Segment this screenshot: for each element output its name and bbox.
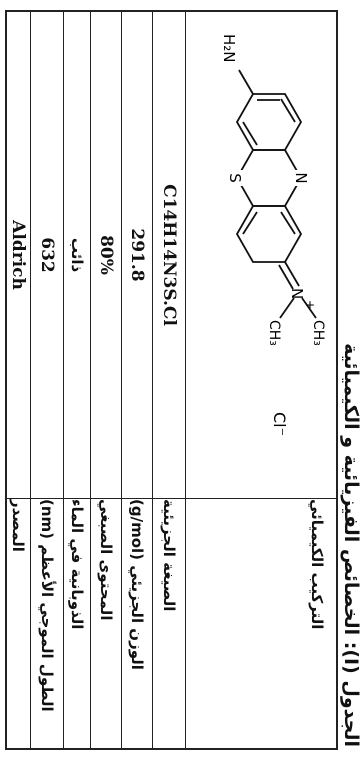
source-value: Aldrich (5, 12, 31, 498)
solubility-text: ذائب (68, 237, 87, 273)
formula-value: C14H14N3S.Cl (153, 12, 186, 498)
wavelength-label: الطول الموجي الأعظم (nm) (31, 498, 64, 748)
source-label: المصدر (5, 498, 31, 748)
wavelength-label-text: الطول الموجي الأعظم (nm) (38, 499, 57, 712)
structure-label: التركيب الكيميائي (186, 498, 336, 748)
solubility-label-text: الذوبانية في الماء (68, 499, 87, 630)
right-ring (235, 205, 303, 263)
source-text: Aldrich (8, 220, 28, 290)
wavelength-text: 632 (37, 237, 58, 273)
dye-content-value: 80% (91, 12, 122, 498)
iminium-charge: + (303, 300, 317, 310)
methyl-top: CH₃ (310, 320, 326, 346)
structure-label-text: التركيب الكيميائي (308, 499, 326, 630)
table-row: 80% المحتوى الصبغي (90, 12, 122, 748)
table-row: ذائب الذوبانية في الماء (63, 12, 91, 748)
dye-content-label-text: المحتوى الصبغي (97, 499, 116, 621)
dye-content-text: 80% (96, 235, 117, 275)
table-row: Aldrich المصدر (5, 12, 31, 748)
amine-group: H₂N (220, 34, 238, 63)
chloride-counter-ion: Cl⁻ (270, 412, 289, 436)
formula-text: C14H14N3S.Cl (159, 184, 180, 326)
solubility-label: الذوبانية في الماء (64, 498, 91, 748)
left-ring (235, 93, 303, 151)
molar-mass-value: 291.8 (122, 12, 153, 498)
molar-mass-text: 291.8 (127, 228, 148, 282)
table-row: 291.8 الوزن الجزيئي (g/mol) (121, 12, 153, 748)
iminium-n-atom: N (288, 288, 306, 299)
molar-mass-label: الوزن الجزيئي (g/mol) (122, 498, 153, 748)
chemical-structure-cell: N S H₂N N + CH₃ CH₃ Cl⁻ (186, 12, 336, 498)
methylene-blue-structure: N S H₂N N + CH₃ CH₃ Cl⁻ (220, 34, 326, 436)
table-caption: الجدول (I): الخصائص الفيزيائية و الكيميا… (340, 343, 362, 747)
solubility-value: ذائب (64, 12, 91, 498)
properties-table: N S H₂N N + CH₃ CH₃ Cl⁻ التركيب الكيميائ… (5, 10, 338, 750)
molar-mass-label-text: الوزن الجزيئي (g/mol) (128, 499, 147, 670)
table-row-structure: N S H₂N N + CH₃ CH₃ Cl⁻ التركيب الكيميائ… (185, 12, 336, 748)
wavelength-value: 632 (31, 12, 64, 498)
formula-label-text: الصيغة الجزيئية (160, 499, 179, 612)
ring-s-atom: S (226, 173, 244, 183)
methyl-bottom: CH₃ (266, 320, 282, 346)
table-row: 632 الطول الموجي الأعظم (nm) (30, 12, 64, 748)
dye-content-label: المحتوى الصبغي (91, 498, 122, 748)
table-row: C14H14N3S.Cl الصيغة الجزيئية (152, 12, 186, 748)
ring-n-atom: N (292, 172, 310, 183)
source-label-text: المصدر (9, 499, 27, 552)
formula-label: الصيغة الجزيئية (153, 498, 186, 748)
